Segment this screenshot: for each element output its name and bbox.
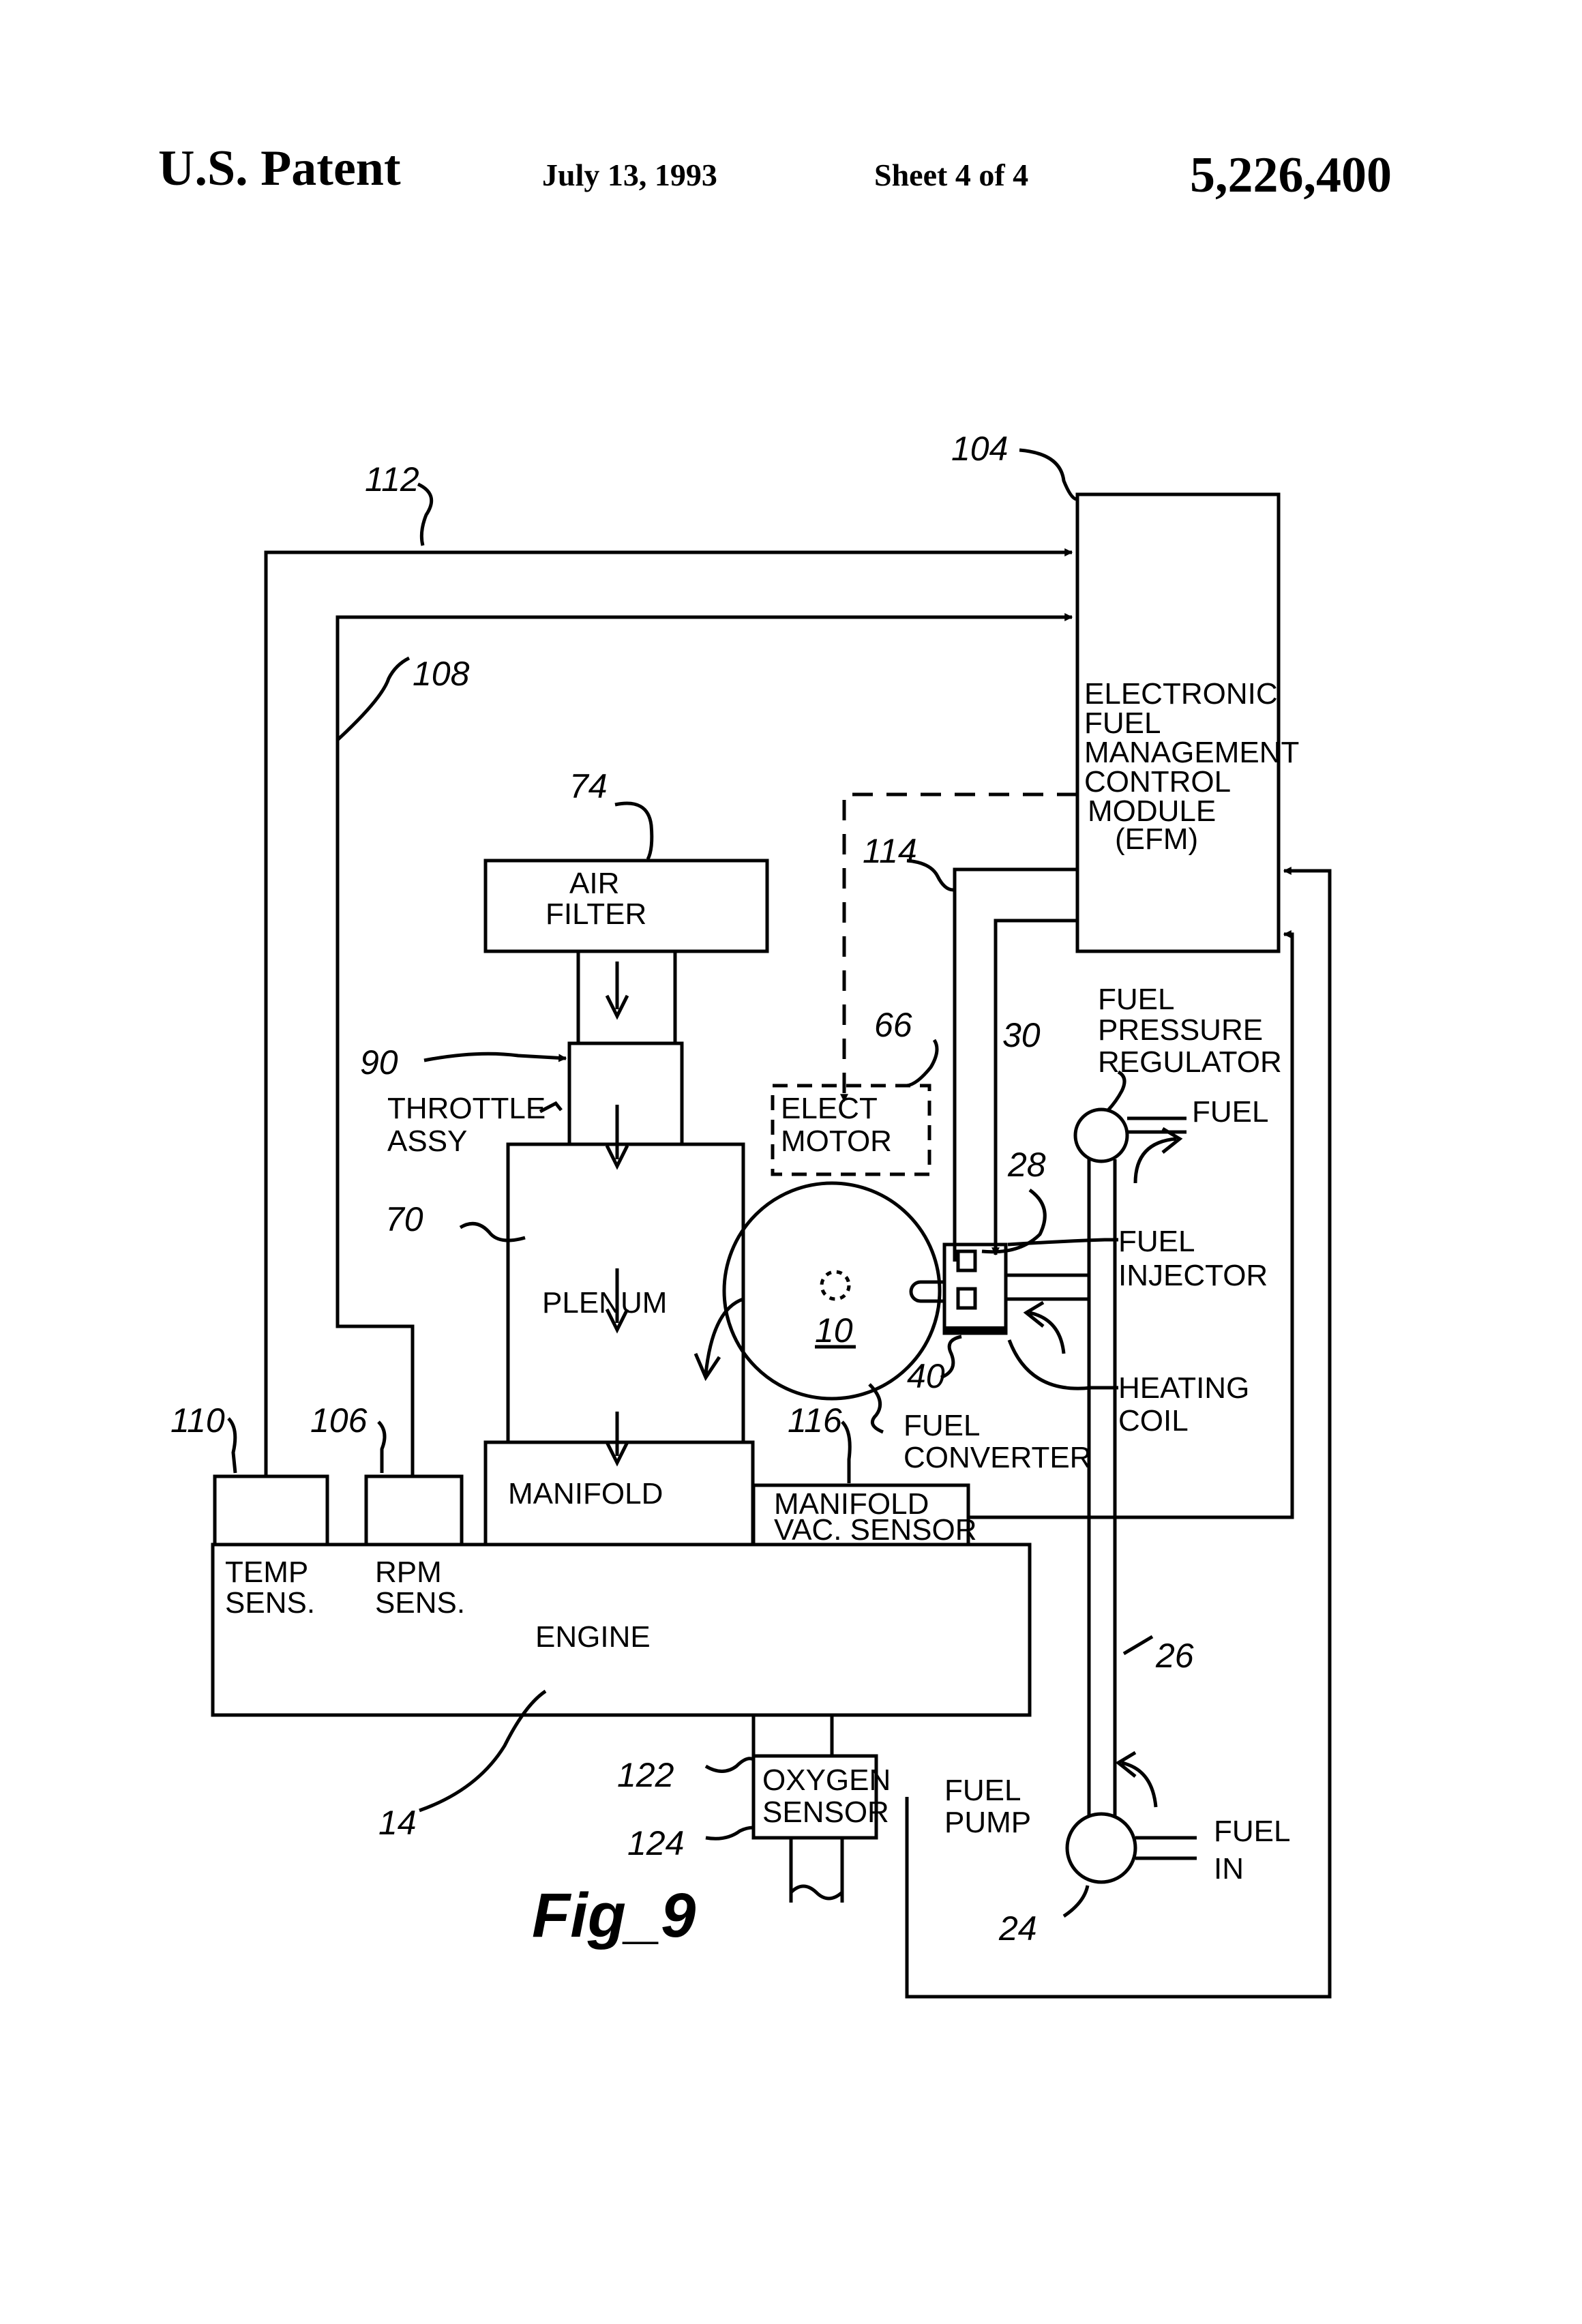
plenum-label: PLENUM bbox=[542, 1286, 667, 1320]
ref-122: 122 bbox=[617, 1756, 674, 1794]
fuel-pump-label-1: FUEL bbox=[944, 1774, 1021, 1807]
ref-70: 70 bbox=[385, 1200, 423, 1238]
manifold-vac-label-2: VAC. SENSOR bbox=[774, 1513, 976, 1547]
converter-id-label: 10 bbox=[815, 1311, 853, 1350]
leader-70 bbox=[460, 1223, 525, 1240]
flow-arrow-manifold bbox=[607, 1412, 627, 1463]
heating-coil-label-1: HEATING bbox=[1118, 1371, 1249, 1405]
efm-label-line2: FUEL bbox=[1084, 706, 1161, 740]
heating-coil-label-2: COIL bbox=[1118, 1404, 1189, 1437]
leader-108 bbox=[338, 658, 409, 740]
ref-112: 112 bbox=[365, 460, 419, 498]
injector-tip-bottom bbox=[958, 1289, 975, 1308]
signal-line-112 bbox=[266, 552, 1072, 1476]
control-line-injector bbox=[996, 921, 1077, 1255]
leader-106 bbox=[378, 1422, 385, 1473]
rpm-sensor-box bbox=[366, 1476, 462, 1545]
flow-arrow-heating bbox=[1026, 1302, 1064, 1354]
ref-124: 124 bbox=[627, 1824, 684, 1862]
leader-104 bbox=[1019, 450, 1076, 499]
fuel-pump-label-2: PUMP bbox=[944, 1806, 1031, 1839]
ref-108: 108 bbox=[413, 655, 470, 693]
ref-14: 14 bbox=[378, 1804, 417, 1842]
oxygen-sensor-label-2: SENSOR bbox=[762, 1796, 889, 1829]
fuel-in-label-2: IN bbox=[1214, 1852, 1244, 1886]
efm-label-line4: CONTROL bbox=[1084, 765, 1231, 799]
figure-caption: Fig_9 bbox=[532, 1881, 696, 1950]
ref-26: 26 bbox=[1155, 1637, 1194, 1675]
throttle-label-2: ASSY bbox=[387, 1124, 467, 1158]
leader-110 bbox=[228, 1418, 235, 1473]
leader-24 bbox=[1064, 1886, 1088, 1916]
rpm-sens-label-2: SENS. bbox=[375, 1586, 465, 1620]
ref-40: 40 bbox=[907, 1357, 945, 1395]
engine-label: ENGINE bbox=[535, 1620, 651, 1654]
manifold-label: MANIFOLD bbox=[508, 1477, 663, 1510]
efm-label-line1: ELECTRONIC bbox=[1084, 677, 1278, 711]
elect-motor-label-2: MOTOR bbox=[781, 1124, 892, 1158]
leader-26 bbox=[1124, 1637, 1152, 1654]
ref-106: 106 bbox=[310, 1401, 368, 1440]
flow-arrow-pump bbox=[1118, 1753, 1156, 1807]
fuel-pump-circle bbox=[1067, 1814, 1135, 1882]
ref-28: 28 bbox=[1007, 1146, 1046, 1184]
fuel-injector-label-2: INJECTOR bbox=[1118, 1259, 1268, 1292]
air-filter-label-1: AIR bbox=[569, 867, 619, 900]
fuel-converter-label-1: FUEL bbox=[904, 1409, 980, 1442]
leader-124 bbox=[706, 1828, 753, 1838]
flow-arrow-throttle bbox=[607, 1105, 627, 1166]
regulator-label-3: REGULATOR bbox=[1098, 1045, 1282, 1079]
ref-24: 24 bbox=[998, 1909, 1037, 1948]
leader-116 bbox=[842, 1422, 850, 1483]
fuel-out-label: FUEL bbox=[1192, 1095, 1268, 1129]
throttle-assy-box bbox=[569, 1043, 682, 1144]
rpm-sens-label-1: RPM bbox=[375, 1555, 442, 1589]
oxygen-sensor-label-1: OXYGEN bbox=[762, 1763, 891, 1797]
elect-motor-label-1: ELECT bbox=[781, 1092, 878, 1125]
ref-90: 90 bbox=[360, 1043, 398, 1082]
air-filter-label-2: FILTER bbox=[546, 897, 646, 931]
fuel-injector-label-1: FUEL bbox=[1118, 1225, 1195, 1258]
leader-122 bbox=[706, 1759, 753, 1772]
leader-66 bbox=[907, 1040, 937, 1086]
leader-112 bbox=[418, 484, 432, 546]
ref-116: 116 bbox=[788, 1401, 842, 1440]
regulator-label-2: PRESSURE bbox=[1098, 1013, 1263, 1047]
ref-104: 104 bbox=[951, 430, 1008, 468]
exhaust-break-mark bbox=[791, 1886, 842, 1898]
leader-14 bbox=[419, 1691, 546, 1811]
leader-fuel-injector bbox=[1008, 1240, 1118, 1245]
leader-90 bbox=[424, 1054, 566, 1060]
leader-74 bbox=[615, 803, 652, 859]
ref-110: 110 bbox=[170, 1401, 225, 1440]
throttle-label-1: THROTTLE bbox=[387, 1092, 546, 1125]
ref-66: 66 bbox=[874, 1006, 912, 1044]
flow-arrow-regulator bbox=[1135, 1129, 1180, 1183]
efm-label-line6: (EFM) bbox=[1115, 822, 1198, 856]
ref-74: 74 bbox=[569, 767, 608, 805]
injector-tip-top bbox=[958, 1251, 975, 1270]
fuel-converter-label-2: CONVERTER bbox=[904, 1441, 1091, 1474]
signal-line-108 bbox=[338, 617, 1072, 1476]
regulator-label-1: FUEL bbox=[1098, 983, 1174, 1016]
ref-30: 30 bbox=[1002, 1016, 1041, 1054]
efm-label-line3: MANAGEMENT bbox=[1084, 736, 1299, 769]
temp-sens-label-1: TEMP bbox=[225, 1555, 308, 1589]
temp-sensor-box bbox=[215, 1476, 327, 1545]
control-line-114 bbox=[955, 869, 1077, 1262]
fuel-in-label-1: FUEL bbox=[1214, 1815, 1290, 1848]
converter-center-mark bbox=[822, 1272, 849, 1299]
flow-arrow-filter bbox=[607, 962, 627, 1016]
temp-sens-label-2: SENS. bbox=[225, 1586, 315, 1620]
ref-114: 114 bbox=[863, 832, 917, 870]
fuel-pressure-regulator-circle bbox=[1075, 1109, 1127, 1161]
